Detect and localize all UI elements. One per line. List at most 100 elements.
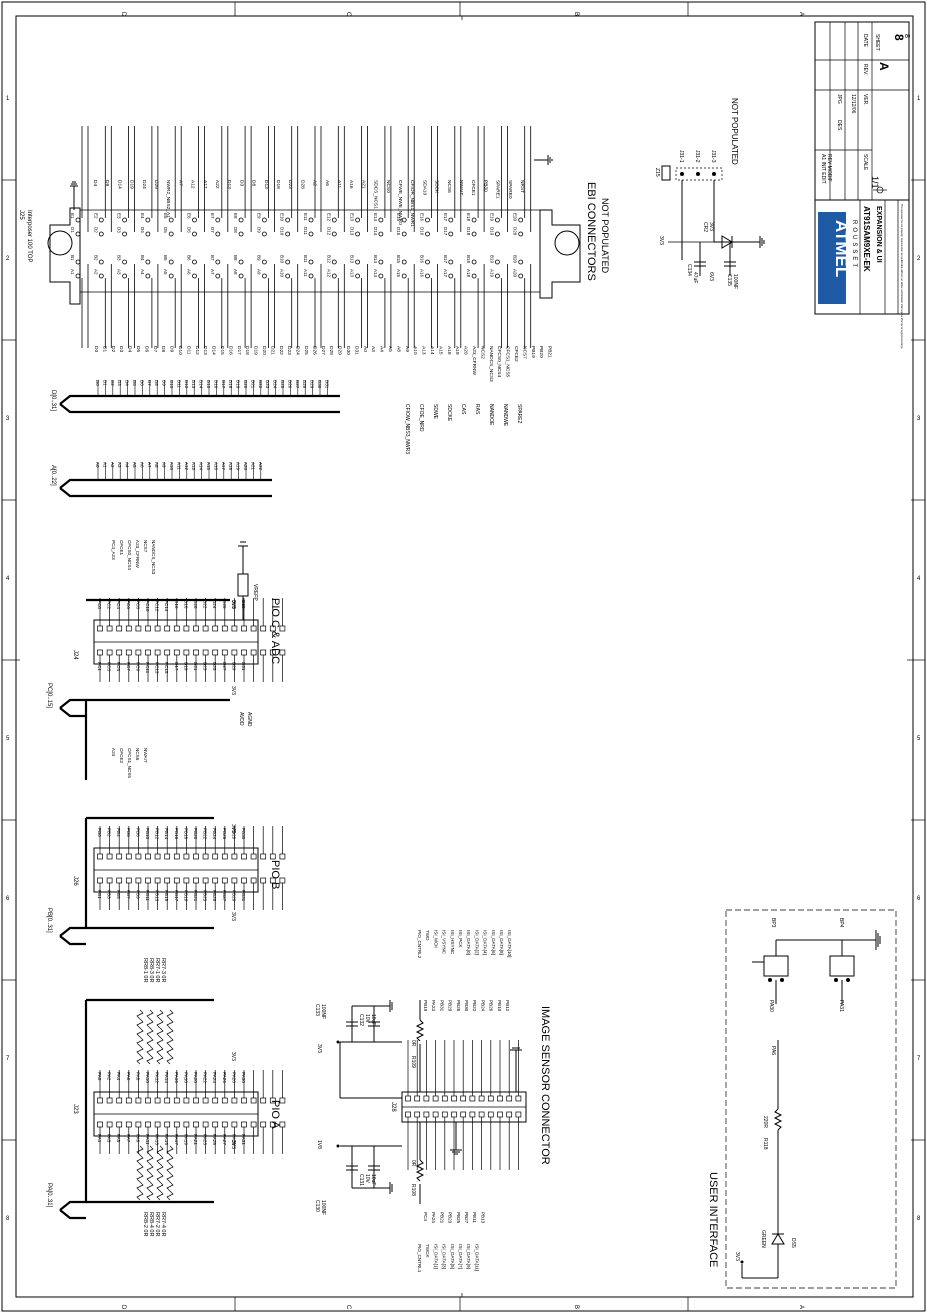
data-bus-net-21: D21 xyxy=(250,380,255,389)
ctrl-signal-0: CFIOW_NBS3_NWR3 xyxy=(404,404,410,454)
ebi-pin-b-label-12: B12 xyxy=(326,255,331,264)
j24-left-label-9: D19 xyxy=(183,662,188,671)
j23-pin-odd-5 xyxy=(116,1121,123,1128)
ebi-bottom-signal-32: A0 xyxy=(362,346,368,352)
j26-right-label-7: PB14 xyxy=(164,828,169,840)
data-bus-net-25: D25 xyxy=(280,380,285,389)
data-bus-rail xyxy=(59,394,340,405)
ebi-pin-b-14 xyxy=(378,259,384,265)
ebi-pin-d-label-12: D12 xyxy=(326,227,331,236)
j23-pin-even-14 xyxy=(154,1097,161,1104)
ebi-pin-e-11 xyxy=(308,217,314,223)
ebi-pin-e-14 xyxy=(378,217,384,223)
j24-left-label-2: PC5 xyxy=(116,662,121,671)
ctrl-signal-4: CAS xyxy=(460,404,466,415)
j26-left-label-12: PB25 xyxy=(212,890,217,902)
ebi-top-signal-0: D4 xyxy=(92,180,98,186)
ebi-bottom-signal-19: D19 xyxy=(253,346,259,355)
ebi-bottom-signal-5: D5 xyxy=(135,346,141,352)
ebi-pin-b-19 xyxy=(494,259,500,265)
j26-right-label-6: PB12 xyxy=(155,828,160,840)
addr-bus-net-16: A16 xyxy=(213,462,218,471)
j28-pins xyxy=(405,1040,522,1170)
r118-value: 220R xyxy=(762,1116,768,1128)
j28-pin-even-4 xyxy=(414,1095,421,1102)
pio-c-bus-label: PC[0..15] xyxy=(46,683,52,708)
j23-left-label-14: PA29 xyxy=(231,1134,236,1145)
data-bus-label: D[0..31] xyxy=(50,390,56,411)
ebi-bottom-signal-42: A18 xyxy=(446,346,452,355)
ebi-bottom-signal-21: D21 xyxy=(269,346,275,355)
ebi-pin-a-15 xyxy=(401,273,407,279)
ebi-pin-e-label-14: E14 xyxy=(373,213,378,222)
ebi-pin-b-label-16: B16 xyxy=(420,255,425,264)
j24-pin-even-2 xyxy=(97,625,103,632)
ebi-pin-a-13 xyxy=(355,273,361,279)
data-bus-net-2: D2 xyxy=(110,380,115,386)
atmel-logo-text: ATMEL xyxy=(832,220,851,277)
j24-pin-even-30 xyxy=(231,625,238,632)
data-bus-net-8: D8 xyxy=(154,380,159,386)
j23-pin-odd-29 xyxy=(231,1121,238,1128)
j26-left-label-11: PB23 xyxy=(203,890,208,902)
row-num-1: 1 xyxy=(6,96,10,102)
ebi-top-signal-27: SDA10 xyxy=(421,180,427,196)
ebi-top-signal-10: A22 xyxy=(214,180,220,189)
j23-right-label-3: PA6 xyxy=(126,1072,131,1081)
ebi-bottom-signal-12: D12 xyxy=(194,346,200,355)
ebi-bottom-signal-35: A5 xyxy=(387,346,393,352)
j23-ref: J23 xyxy=(72,1104,78,1114)
j24-pin-even-22 xyxy=(193,625,199,632)
ebi-bottom-signal-29: D29 xyxy=(337,346,343,355)
j23-pin-odd-1 xyxy=(97,1121,103,1128)
j26-pin-odd-33 xyxy=(250,877,257,884)
j28-pin-odd-13 xyxy=(460,1111,467,1118)
j23-pin-even-6 xyxy=(116,1097,123,1104)
c133-label: C133 xyxy=(314,1004,320,1016)
j26-left-label-10: PB21 xyxy=(193,890,198,902)
ebi-pin-e-label-20: E20 xyxy=(513,213,518,222)
ebi-pin-d-label-4: D4 xyxy=(140,227,145,233)
z15-label: Z15 xyxy=(654,168,660,177)
j28-right-pin-0: PB19 xyxy=(423,1000,428,1012)
data-bus-net-30: D30 xyxy=(317,380,322,389)
row-num-7-right: 7 xyxy=(917,1056,921,1062)
ebi-pin-d-13 xyxy=(355,231,361,237)
ebi-bottom-signal-13: D13 xyxy=(202,346,208,355)
ctrl-signal-5: RAS xyxy=(474,404,480,415)
ebi-bottom-signal-16: D16 xyxy=(227,346,233,355)
j26-pin-even-18 xyxy=(173,853,180,860)
row-num-2-right: 2 xyxy=(917,256,921,262)
image-sensor-title: IMAGE SENSOR CONNECTOR xyxy=(539,1006,551,1165)
c130-value: 100NF xyxy=(320,1200,326,1215)
col-letter-b: B xyxy=(573,12,579,16)
j23-left-label-1: PA3 xyxy=(107,1134,112,1143)
ebi-pin-d-4 xyxy=(145,231,151,237)
addr-bus-net-19: A19 xyxy=(236,462,241,471)
j23-pin-even-18 xyxy=(173,1097,180,1104)
ebi-pin-d-label-13: D13 xyxy=(350,227,355,236)
j26-pin-even-16 xyxy=(164,853,171,860)
data-bus-net-19: D19 xyxy=(236,380,241,389)
j23-right-label-1: PA2 xyxy=(107,1072,112,1081)
j24-pin-odd-9 xyxy=(135,649,142,656)
addr-bus-net-10: A10 xyxy=(169,462,174,471)
j24-left-label-0: PC1 xyxy=(97,662,102,671)
c130-label: C130 xyxy=(314,1200,320,1212)
rr8-3: RR8-3 0R xyxy=(148,958,154,982)
bp3-label: BP3 xyxy=(770,918,776,928)
ctrl-signal-8: SPARE2 xyxy=(516,404,522,424)
ebi-bottom-signal-6: D6 xyxy=(143,346,149,352)
pio-c-pwr-right: 3V3 xyxy=(230,600,236,609)
j23-pin-even-4 xyxy=(106,1097,113,1104)
ebi-bottom-signal-41: A15 xyxy=(437,346,443,355)
ebi-pin-b-4 xyxy=(145,259,151,265)
ebi-top-signal-2: D14 xyxy=(116,180,122,189)
ebi-top-signal-11: D13 xyxy=(226,180,232,189)
j23-left-label-11: PA23 xyxy=(203,1134,208,1145)
ebi-bottom-signal-39: A13 xyxy=(421,346,427,355)
j26-pin-even-36 xyxy=(260,853,267,860)
j23-pin-even-22 xyxy=(193,1097,199,1104)
